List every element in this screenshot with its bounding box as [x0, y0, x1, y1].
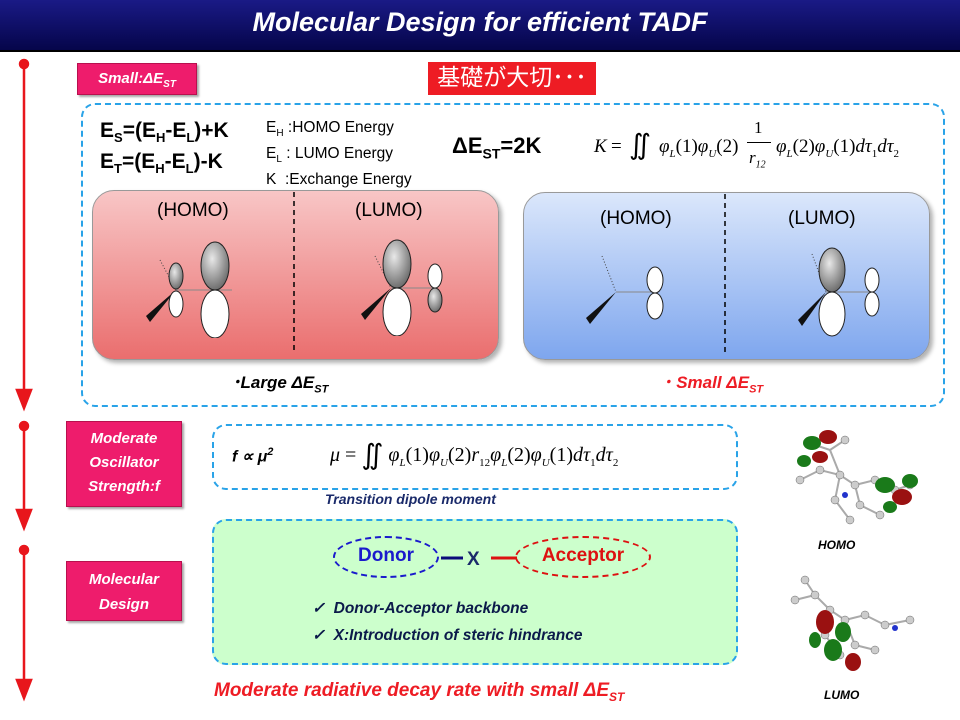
dipole-box	[212, 424, 738, 490]
donor-acceptor-link	[441, 556, 517, 560]
def-k: K :Exchange Energy	[266, 171, 412, 189]
linker-x: X	[467, 549, 480, 570]
checkmark-icon: ✓	[312, 627, 325, 644]
lumo-molecule-image	[790, 575, 915, 671]
title-bar	[0, 0, 960, 52]
conclusion-text: Moderate radiative decay rate with small…	[214, 680, 625, 704]
large-dest-caption: ･Large ΔEST	[232, 373, 329, 396]
formula-mu: μ = ∬ φL(1)φU(2)r12φL(2)φU(1)dτ1dτ2	[330, 440, 619, 471]
label-oscillator-strength: Moderate Oscillator Strength:f	[66, 421, 182, 507]
japanese-note: 基礎が大切･･･	[428, 62, 596, 95]
label-small-dest: Small:ΔEST	[77, 63, 197, 95]
checkmark-icon: ✓	[312, 600, 325, 617]
right-panel-divider	[724, 194, 726, 356]
page-title: Molecular Design for efficient TADF	[252, 7, 708, 37]
dipole-caption: Transition dipole moment	[325, 491, 496, 507]
homo-molecule-image	[795, 430, 918, 525]
right-homo-label: (HOMO)	[600, 208, 672, 229]
acceptor-ellipse	[515, 536, 651, 578]
label-molecular-design: Molecular Design	[66, 561, 182, 621]
formula-k: K = ∬ φL(1)φU(2) 1 r12 φL(2)φU(1)dτ1dτ2	[594, 118, 900, 171]
homo-image-label: HOMO	[818, 538, 856, 552]
arrow2-head	[15, 508, 33, 532]
arrow3-head	[15, 678, 33, 702]
def-el: EL : LUMO Energy	[266, 145, 394, 166]
check-item-steric: ✓ X:Introduction of steric hindrance	[312, 627, 583, 644]
small-dest-panel	[523, 192, 930, 360]
dest-relation: ΔEST=2K	[452, 133, 542, 162]
design-box	[212, 519, 738, 665]
small-dest-caption: ･ Small ΔEST	[663, 373, 764, 396]
lumo-image-label: LUMO	[824, 688, 860, 702]
exchange-energy-box	[81, 103, 945, 407]
right-homo-orbital	[586, 255, 664, 324]
left-panel-divider	[293, 192, 295, 354]
right-lumo-orbital	[798, 247, 880, 337]
eq-triplet: ET=(EH-EL)-K	[100, 150, 223, 177]
definitions: EH :HOMO Energy EL : LUMO Energy K :Exch…	[266, 118, 412, 190]
eq-singlet: ES=(EH-EL)+K	[100, 119, 229, 146]
donor-label: Donor	[358, 545, 414, 566]
donor-ellipse	[333, 536, 439, 578]
acceptor-label: Acceptor	[541, 545, 625, 566]
left-homo-orbital	[146, 241, 232, 338]
check-item-backbone: ✓ Donor-Acceptor backbone	[312, 600, 529, 617]
arrow1-head	[15, 388, 33, 412]
right-lumo-label: (LUMO)	[788, 208, 856, 229]
left-homo-label: (HOMO)	[157, 200, 229, 221]
left-lumo-label: (LUMO)	[355, 200, 423, 221]
left-lumo-orbital	[361, 239, 443, 336]
f-relation: f ∝ μ2	[232, 446, 274, 466]
progress-arrows	[15, 58, 33, 702]
def-eh: EH :HOMO Energy	[266, 119, 394, 140]
